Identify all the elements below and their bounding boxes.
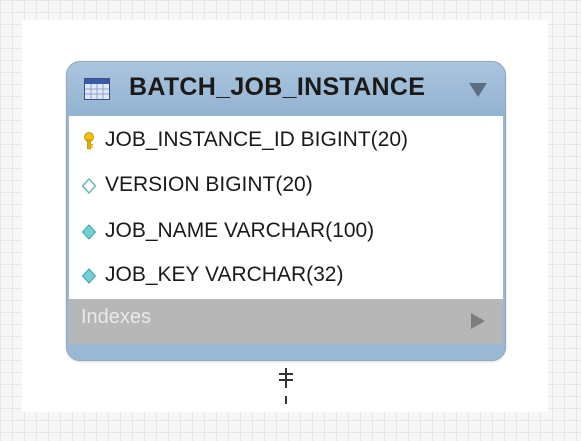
column-name: JOB_KEY VARCHAR(32) [105, 263, 344, 286]
column-row[interactable]: JOB_NAME VARCHAR(100) [69, 211, 503, 251]
entity-title: BATCH_JOB_INSTANCE [129, 73, 426, 101]
expand-arrow-icon[interactable] [471, 313, 485, 329]
column-name: VERSION BIGINT(20) [105, 173, 313, 196]
indexes-section[interactable]: Indexes [69, 299, 503, 344]
relationship-connector-icon[interactable] [272, 366, 302, 406]
table-icon [84, 78, 110, 100]
not-null-column-icon [81, 268, 97, 284]
column-row[interactable]: JOB_KEY VARCHAR(32) [69, 255, 503, 295]
column-row[interactable]: JOB_INSTANCE_ID BIGINT(20) [69, 120, 503, 160]
column-name: JOB_INSTANCE_ID BIGINT(20) [105, 128, 409, 151]
entity-header[interactable]: BATCH_JOB_INSTANCE [67, 62, 505, 116]
column-list: JOB_INSTANCE_ID BIGINT(20) VERSION BIGIN… [69, 116, 503, 299]
not-null-column-icon [81, 224, 97, 240]
collapse-arrow-icon[interactable] [469, 83, 487, 97]
indexes-label: Indexes [81, 306, 152, 328]
column-name: JOB_NAME VARCHAR(100) [105, 219, 375, 242]
column-row[interactable]: VERSION BIGINT(20) [69, 165, 503, 205]
nullable-column-icon [81, 177, 97, 195]
entity-batch-job-instance[interactable]: BATCH_JOB_INSTANCE JOB_INSTANCE_ID BIGIN… [66, 61, 506, 361]
primary-key-icon [84, 132, 94, 150]
entity-footer [67, 344, 505, 360]
